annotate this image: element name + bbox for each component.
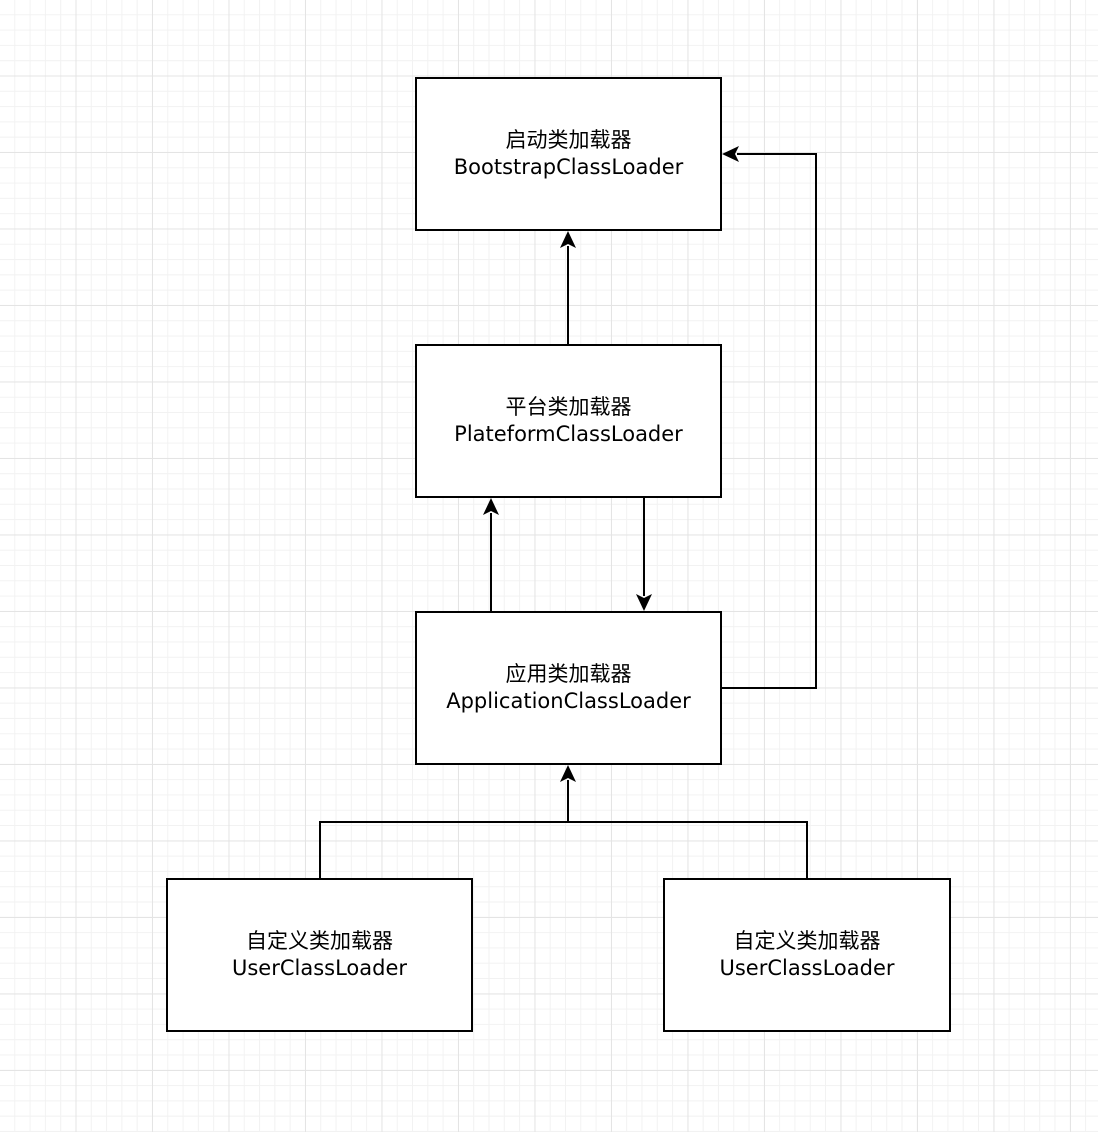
- node-zh-label: 启动类加载器: [505, 128, 632, 152]
- edge-application-to-bootstrap: [722, 153, 817, 689]
- node-zh-label: 自定义类加载器: [733, 929, 881, 953]
- node-en-label: UserClassLoader: [231, 956, 408, 980]
- node-zh-label: 自定义类加载器: [246, 929, 393, 953]
- node-application-class-loader[interactable]: 应用类加载器 ApplicationClassLoader: [415, 611, 722, 765]
- node-zh-label: 应用类加载器: [505, 662, 632, 686]
- node-user-class-loader-left[interactable]: 自定义类加载器 UserClassLoader: [166, 878, 473, 1032]
- arrowhead-up-platform: [483, 498, 499, 515]
- arrowhead-up-application: [560, 765, 576, 782]
- node-en-label: UserClassLoader: [719, 956, 895, 980]
- node-en-label: PlateformClassLoader: [454, 422, 683, 446]
- node-bootstrap-class-loader[interactable]: 启动类加载器 BootstrapClassLoader: [415, 77, 722, 231]
- node-user-class-loader-right[interactable]: 自定义类加载器 UserClassLoader: [663, 878, 951, 1032]
- node-en-label: ApplicationClassLoader: [446, 689, 691, 713]
- arrowhead-down-application: [636, 594, 652, 611]
- arrowhead-up-bootstrap: [560, 231, 576, 248]
- node-zh-label: 平台类加载器: [505, 395, 632, 419]
- edge-user-2-to-application: [568, 821, 808, 878]
- edge-user-1-to-application: [319, 821, 568, 878]
- arrowhead-left-bootstrap: [722, 146, 739, 162]
- node-platform-class-loader[interactable]: 平台类加载器 PlateformClassLoader: [415, 344, 722, 498]
- node-en-label: BootstrapClassLoader: [453, 155, 684, 179]
